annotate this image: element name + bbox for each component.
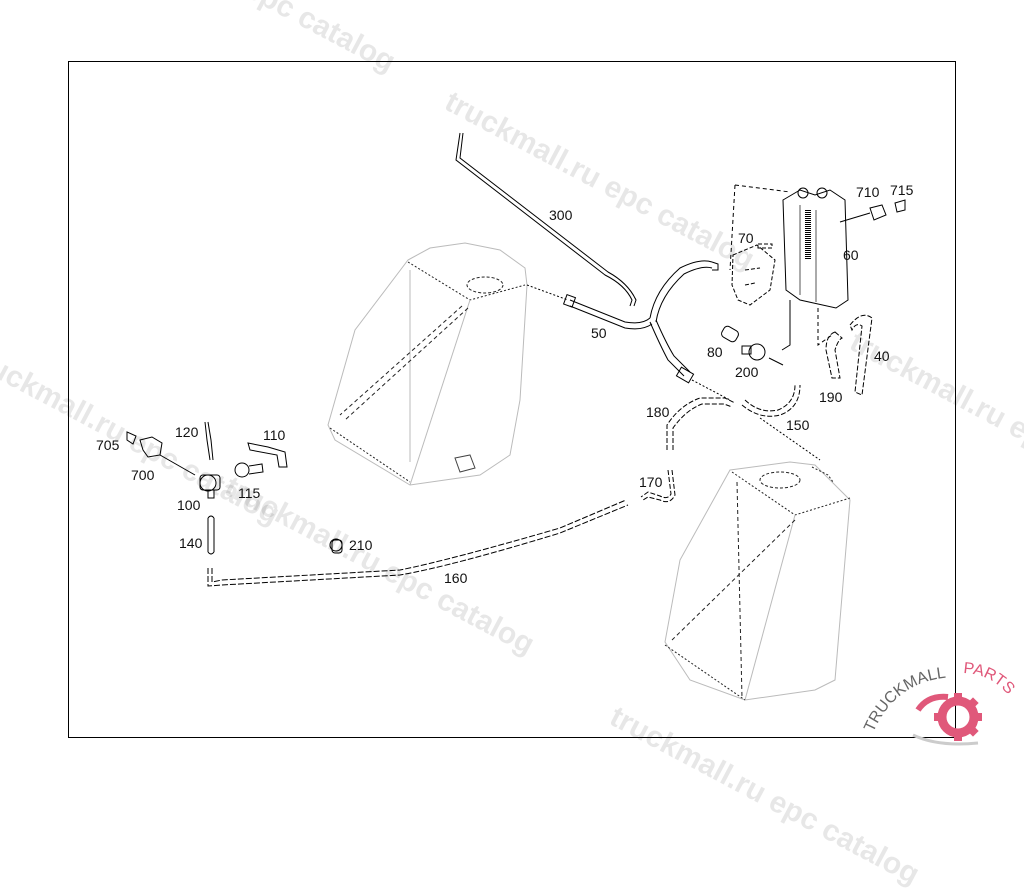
- label-part-140[interactable]: 140: [179, 535, 203, 551]
- part-140-hose[interactable]: [207, 515, 215, 555]
- label-part-70[interactable]: 70: [738, 230, 754, 246]
- logo-text-parts: PARTS: [963, 660, 1018, 698]
- part-100-valve[interactable]: [199, 474, 221, 499]
- label-part-200[interactable]: 200: [735, 364, 759, 380]
- part-40-hose[interactable]: [849, 314, 873, 396]
- label-part-60[interactable]: 60: [843, 247, 859, 263]
- label-part-210[interactable]: 210: [349, 537, 373, 553]
- part-150-hose[interactable]: [741, 384, 821, 461]
- part-70-bracket[interactable]: [731, 243, 776, 306]
- part-120-hose[interactable]: [204, 421, 214, 461]
- fuel-tank-left: [327, 242, 528, 486]
- label-part-700[interactable]: 700: [131, 467, 155, 483]
- part-50-hose[interactable]: [526, 260, 719, 384]
- label-part-100[interactable]: 100: [177, 497, 201, 513]
- diagram-frame: [68, 61, 956, 738]
- label-part-110[interactable]: 110: [263, 427, 286, 443]
- part-170-hose[interactable]: [640, 469, 676, 503]
- label-part-160[interactable]: 160: [444, 570, 468, 586]
- label-part-50[interactable]: 50: [591, 325, 607, 341]
- part-210-clip[interactable]: [329, 538, 343, 554]
- part-180-hose[interactable]: [666, 379, 736, 450]
- part-200-clamp[interactable]: [741, 343, 784, 366]
- part-110-bracket[interactable]: [247, 442, 288, 468]
- part-80-fitting[interactable]: [720, 325, 740, 343]
- part-300-vent-tube[interactable]: [455, 132, 637, 307]
- label-part-710[interactable]: 710: [856, 184, 880, 200]
- label-part-180[interactable]: 180: [646, 404, 670, 420]
- label-part-170[interactable]: 170: [639, 474, 663, 490]
- label-part-705[interactable]: 705: [96, 437, 120, 453]
- label-part-190[interactable]: 190: [819, 389, 843, 405]
- part-715-cap[interactable]: [894, 199, 906, 213]
- part-190-hose[interactable]: [825, 331, 843, 379]
- label-part-715[interactable]: 715: [890, 182, 914, 198]
- fuel-tank-right: [664, 461, 851, 701]
- part-115-bolt[interactable]: [234, 462, 264, 478]
- label-part-120[interactable]: 120: [175, 424, 199, 440]
- part-710-connector[interactable]: [839, 204, 887, 223]
- diagram-drawing: [126, 132, 906, 701]
- label-part-80[interactable]: 80: [707, 344, 723, 360]
- label-part-150[interactable]: 150: [786, 417, 810, 433]
- label-part-115[interactable]: 115: [238, 485, 261, 501]
- part-700-connector[interactable]: [139, 436, 196, 476]
- truckmall-parts-logo: TRUCKMALL PARTS: [858, 655, 1024, 750]
- part-60-charcoal-canister[interactable]: [729, 184, 849, 351]
- part-160-line[interactable]: [207, 499, 629, 587]
- label-part-300[interactable]: 300: [549, 207, 573, 223]
- part-705-cap[interactable]: [126, 431, 137, 445]
- label-part-40[interactable]: 40: [874, 348, 890, 364]
- gear-icon: [912, 693, 982, 746]
